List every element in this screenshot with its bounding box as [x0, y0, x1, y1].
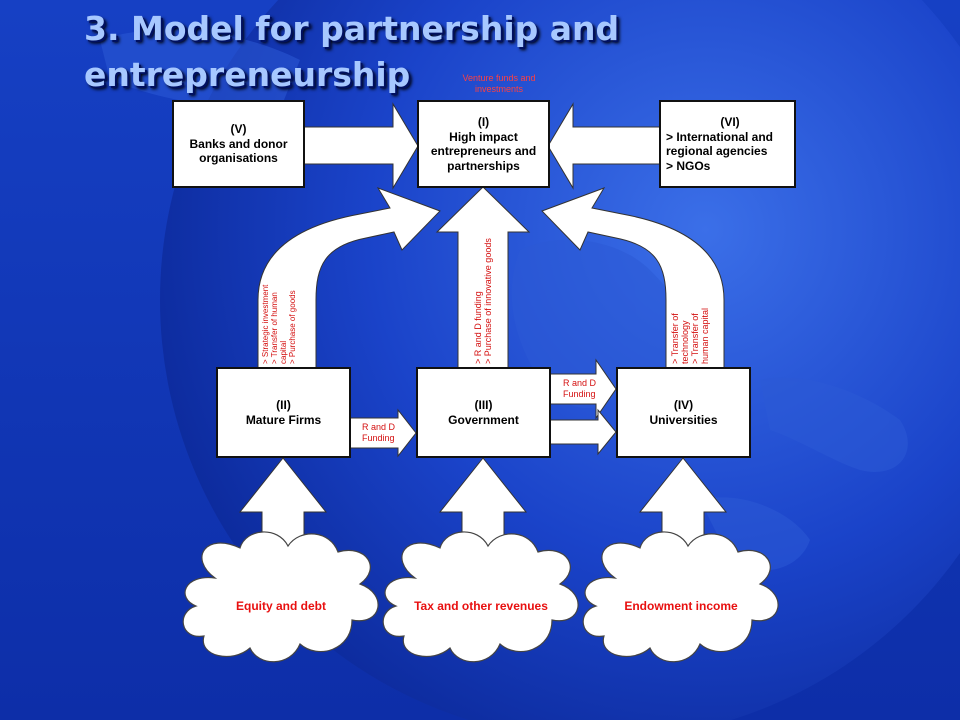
label-line: > Strategic investment: [261, 284, 270, 364]
node-id: (II): [276, 398, 291, 412]
node-international-agencies: (VI) > International and regional agenci…: [659, 100, 796, 188]
node-id: (VI): [720, 115, 740, 129]
arrow-iv-to-i: [541, 187, 725, 369]
label-line: technology: [680, 320, 690, 364]
node-text-line: Banks and donor: [189, 136, 288, 151]
cloud-tax: [382, 531, 579, 663]
label-line: investments: [474, 84, 524, 94]
node-high-impact-entrepreneurs: (I) High impact entrepreneurs and partne…: [417, 100, 550, 188]
source-tax-revenues: Tax and other revenues: [414, 599, 548, 613]
label-firms-to-entrepreneurs: > Strategic investment > Transfer of hum…: [261, 285, 297, 364]
node-text-line: Government: [448, 412, 519, 427]
node-text-line: entrepreneurs and: [430, 144, 537, 158]
node-id: (III): [474, 398, 493, 412]
arrow-v-to-i: [303, 102, 419, 190]
cloud-endowment: [582, 531, 779, 663]
label-gov-to-entrepreneurs: > R and D funding > Purchase of innovati…: [473, 238, 493, 364]
node-id: (V): [230, 122, 247, 137]
label-line: R and D: [563, 378, 597, 388]
label-firms-to-gov: R and D Funding: [362, 422, 395, 444]
node-government: (III) Government: [416, 367, 551, 458]
node-mature-firms: (II) Mature Firms: [216, 367, 351, 458]
node-text-line: Universities: [649, 412, 718, 427]
label-line: Venture funds and: [462, 73, 536, 83]
node-text-line: partnerships: [447, 158, 520, 173]
node-text-line: Mature Firms: [245, 412, 322, 427]
node-universities: (IV) Universities: [616, 367, 751, 458]
label-line: Funding: [362, 433, 395, 443]
node-text-line: > International and: [666, 129, 774, 144]
label-venture-funds: Venture funds and investments: [444, 73, 554, 95]
source-endowment-income: Endowment income: [624, 599, 738, 613]
arrow-iii-to-iv-lower: [549, 408, 617, 456]
node-text-line: regional agencies: [666, 144, 768, 158]
label-line: > Transfer of human: [270, 292, 279, 364]
node-text-line: > NGOs: [666, 158, 711, 173]
arrow-ii-to-i: [257, 187, 441, 369]
label-univ-to-entrepreneurs: > Transfer of technology > Transfer of h…: [670, 308, 710, 364]
node-id: (I): [477, 115, 490, 129]
label-line: > Purchase of goods: [288, 290, 297, 364]
arrow-iii-to-i: [435, 186, 531, 369]
label-line: > R and D funding: [473, 291, 483, 364]
label-line: > Transfer of: [670, 313, 680, 364]
node-banks-donors: (V) Banks and donor organisations: [172, 100, 305, 188]
arrow-iii-to-iv-upper: [549, 358, 617, 420]
source-equity-debt: Equity and debt: [236, 599, 326, 613]
label-line: R and D: [362, 422, 396, 432]
label-line: > Purchase of innovative goods: [483, 238, 493, 364]
arrow-vi-to-i: [547, 102, 661, 190]
node-text-line: organisations: [199, 151, 278, 166]
node-text-line: High impact: [449, 129, 518, 144]
slide-title: 3. Model for partnership and entrepreneu…: [84, 9, 620, 94]
label-line: Funding: [563, 389, 596, 399]
label-gov-to-univ: R and D Funding: [563, 378, 596, 400]
label-line: > Transfer of: [690, 313, 700, 364]
arrow-ii-to-iii: [349, 408, 417, 458]
node-id: (IV): [673, 398, 694, 412]
label-line: capital: [279, 340, 288, 364]
label-line: human capital: [700, 307, 710, 364]
cloud-equity: [182, 531, 379, 663]
